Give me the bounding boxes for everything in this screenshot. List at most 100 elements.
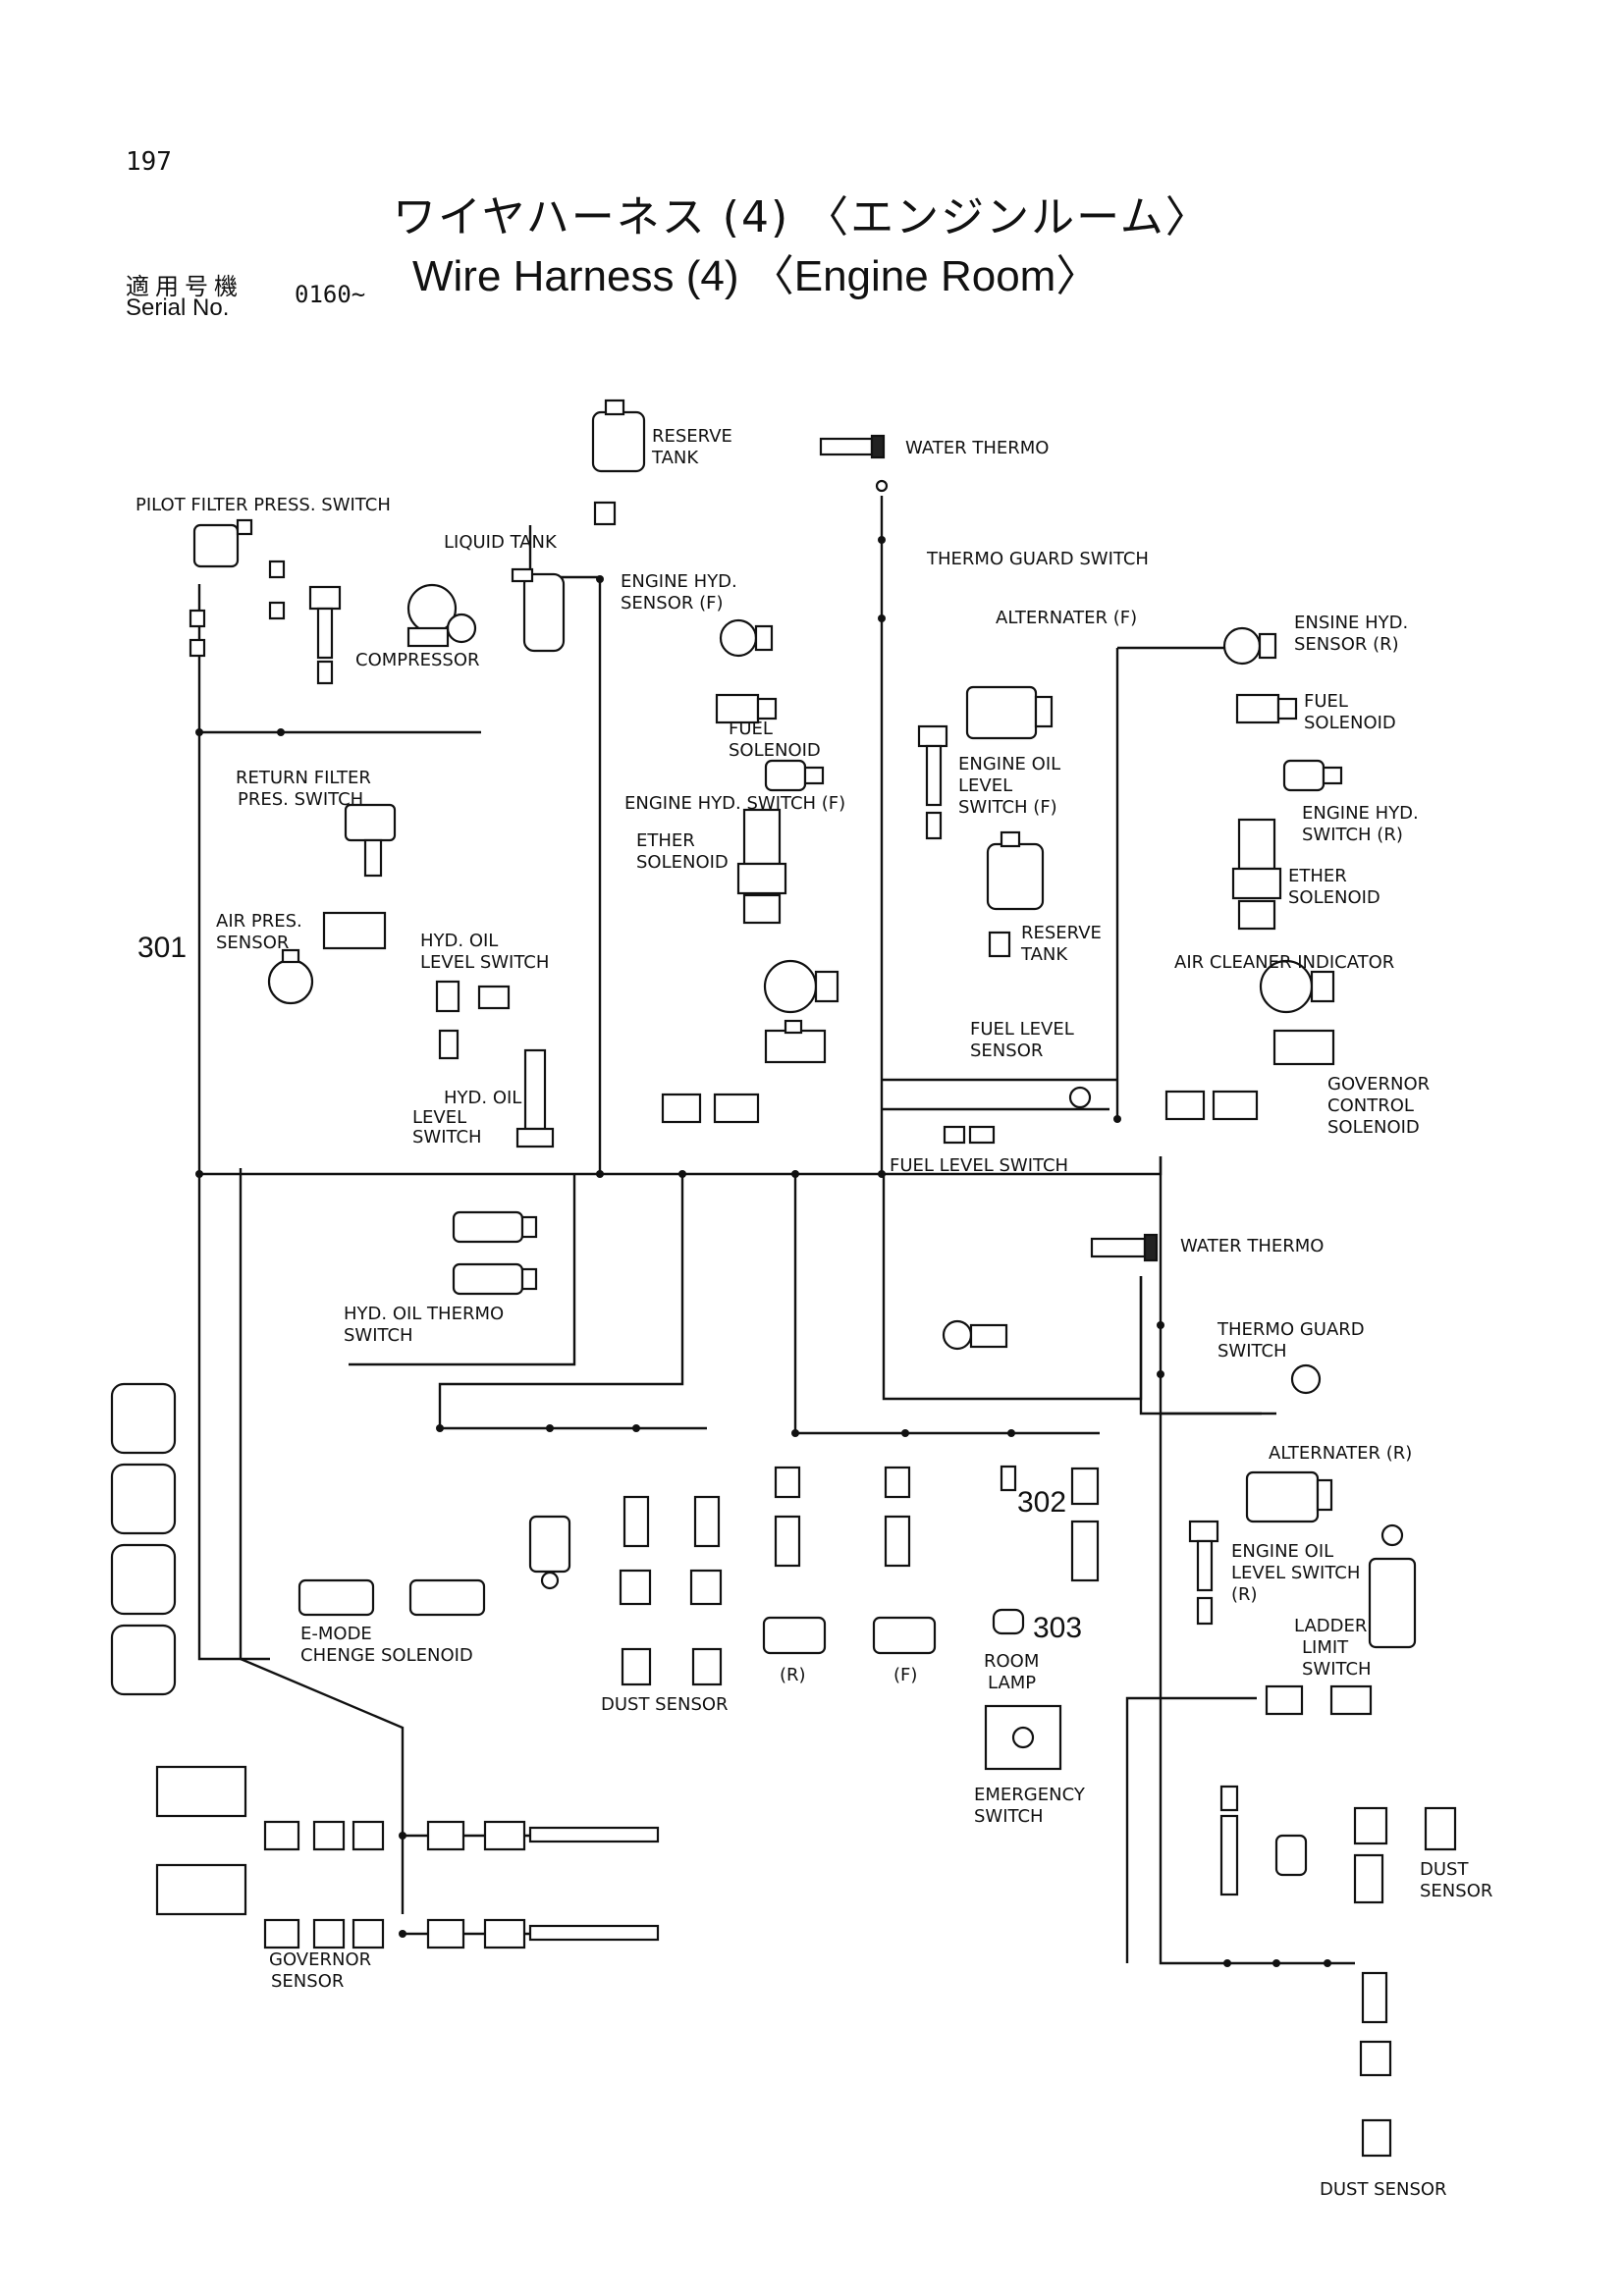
governor-control-solenoid <box>1164 1029 1335 1121</box>
main-harness-wires <box>197 496 1355 1965</box>
alternater-r <box>1245 1470 1333 1523</box>
wire-bottom-right <box>1159 1414 1355 1965</box>
junction <box>878 1170 886 1178</box>
hyd-oil-level-switch-bottom <box>515 1048 555 1148</box>
label-dust-sensor-bottom: DUST SENSOR <box>601 1694 729 1715</box>
label-engine-hyd-switch-f: ENGINE HYD. SWITCH (F) <box>624 793 845 814</box>
engine-hyd-sensor-f <box>719 618 774 658</box>
label-thermo-guard-top: THERMO GUARD SWITCH <box>926 549 1149 569</box>
junction <box>277 728 285 736</box>
air-cleaner-indicator <box>1259 959 1335 1014</box>
title-japanese: ワイヤハーネス (4) 〈エンジンルーム〉 <box>393 192 1211 242</box>
serial-label-japanese: 適用号機 <box>126 273 243 300</box>
label-dust-sensor-far: DUST SENSOR <box>1320 2179 1447 2200</box>
junction <box>1272 1959 1280 1967</box>
pilot-filter-switch <box>189 518 342 685</box>
label-alternater-f: ALTERNATER (F) <box>996 608 1137 628</box>
label-solenoid-r: (R) <box>780 1665 806 1685</box>
water-thermo-top <box>819 434 889 493</box>
hyd-oil-level-switch-top <box>435 980 511 1060</box>
wire-rear-branch <box>793 1174 1100 1435</box>
label-alternater-r: ALTERNATER (R) <box>1269 1443 1412 1464</box>
callout-302: 302 <box>1017 1486 1066 1519</box>
wire-hyd-oil-thermo <box>349 1174 576 1366</box>
wire-left-trunk <box>197 584 270 1661</box>
connector-pair-center <box>661 1093 760 1124</box>
junction <box>1007 1429 1015 1437</box>
junction <box>791 1170 799 1178</box>
return-filter-switch <box>344 803 397 878</box>
dust-sensor-far <box>1359 1971 1392 2158</box>
governor-motor-center <box>764 1019 827 1064</box>
wire-right-lower <box>1159 1156 1276 1415</box>
callout-301: 301 <box>137 932 187 964</box>
relay-303 <box>1070 1467 1100 1582</box>
junction <box>596 575 604 583</box>
label-engine-hyd-switch-r: ENGINE HYD.SWITCH (R) <box>1302 803 1419 845</box>
air-sensor-center <box>763 959 839 1014</box>
serial-label-english: Serial No. <box>126 294 230 321</box>
reserve-tank-top <box>591 399 646 526</box>
junction <box>436 1424 444 1432</box>
air-pres-sensor <box>267 911 387 1005</box>
ladder-limit-switch <box>1265 1523 1417 1716</box>
junction <box>878 536 886 544</box>
dust-sensor-bottom <box>619 1495 723 1686</box>
junction <box>399 1930 406 1938</box>
page-number: 197 <box>126 147 172 177</box>
ensine-hyd-sensor-r <box>1222 626 1277 666</box>
alternater-f <box>965 685 1054 740</box>
label-liquid-tank: LIQUID TANK <box>444 532 558 553</box>
governor-sensor <box>155 1765 660 1949</box>
junction <box>195 1170 203 1178</box>
junction <box>1157 1370 1164 1378</box>
ether-solenoid-right <box>1231 818 1282 931</box>
water-thermo-mid <box>1090 1233 1159 1262</box>
label-ensine-hyd-sensor-r: ENSINE HYD.SENSOR (R) <box>1294 613 1408 655</box>
engine-hyd-switch-f <box>764 759 825 792</box>
motor-stack <box>110 1382 177 1696</box>
junction <box>195 728 203 736</box>
liquid-tank <box>511 567 566 653</box>
junction <box>901 1429 909 1437</box>
engine-oil-level-f <box>917 724 948 840</box>
label-solenoid-f: (F) <box>893 1665 917 1685</box>
solenoids-r-f <box>762 1466 937 1655</box>
label-pilot-filter: PILOT FILTER PRESS. SWITCH <box>135 495 391 515</box>
thermo-guard-mid <box>942 1319 1322 1395</box>
compressor <box>406 583 477 648</box>
fuel-level-sensor <box>943 1086 1092 1145</box>
wire-rear-right <box>882 1174 1143 1401</box>
rear-sensors <box>1219 1785 1308 1896</box>
engine-hyd-switch-r <box>1282 759 1343 792</box>
junction <box>1157 1321 1164 1329</box>
label-air-pres-sensor: AIR PRES.SENSOR <box>216 911 302 953</box>
callout-303: 303 <box>1033 1612 1082 1644</box>
fuel-solenoid-right <box>1235 693 1298 724</box>
title-english: Wire Harness (4) 〈Engine Room〉 <box>412 252 1100 300</box>
reserve-tank-mid <box>986 830 1045 958</box>
fuel-solenoid-left <box>715 693 778 724</box>
junction <box>678 1170 686 1178</box>
junction <box>546 1424 554 1432</box>
serial-number-value: 0160~ <box>295 281 366 308</box>
label-water-thermo-mid: WATER THERMO <box>1180 1236 1324 1256</box>
